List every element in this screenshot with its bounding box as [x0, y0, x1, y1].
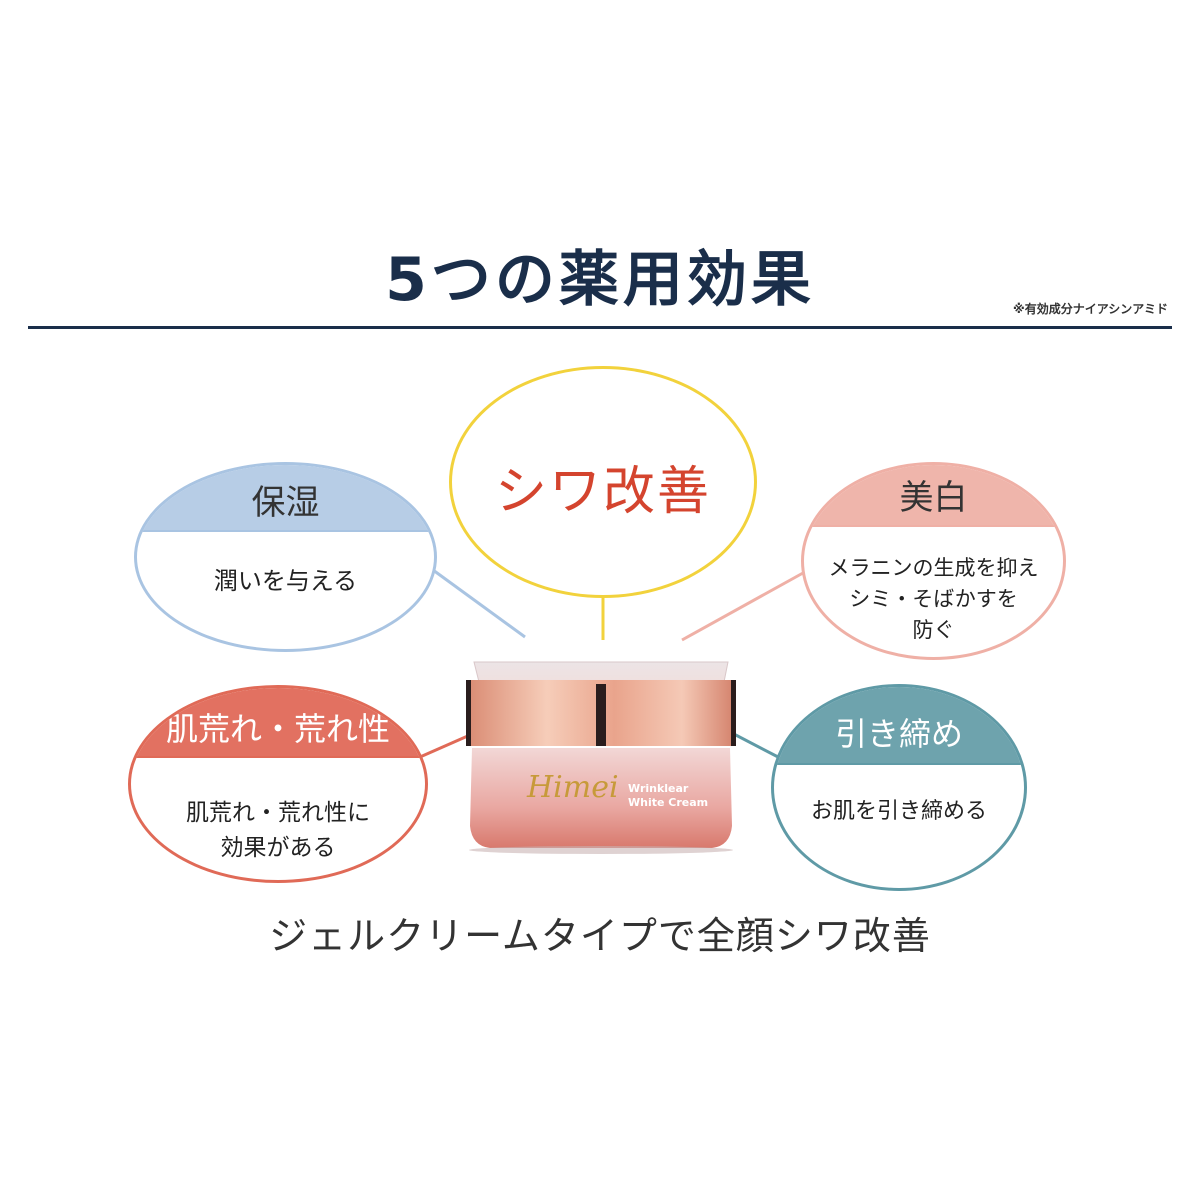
effect-desc-rough-skin-line2: 効果がある: [220, 835, 336, 861]
effect-oval-tightening: 引き締め お肌を引き締める: [771, 684, 1027, 891]
product-name-line2: White Cream: [628, 796, 709, 809]
effect-heading-whitening: 美白: [899, 478, 968, 518]
effect-label-wrinkle: シワ改善: [494, 462, 711, 522]
effect-desc-rough-skin-line1: 肌荒れ・荒れ性に: [186, 800, 370, 826]
footnote: ※有効成分ナイアシンアミド: [1013, 302, 1168, 316]
effect-heading-rough-skin: 肌荒れ・荒れ性: [165, 710, 390, 748]
tagline: ジェルクリームタイプで全顔シワ改善: [269, 914, 931, 958]
title-divider: [28, 326, 1172, 329]
effect-heading-moisture: 保湿: [251, 483, 320, 523]
product-jar-image: Himei Wrinklear White Cream: [462, 640, 742, 880]
effect-heading-tightening: 引き締め: [834, 715, 963, 753]
effect-desc-tightening: お肌を引き締める: [810, 799, 987, 824]
effect-oval-moisture: 保湿 潤いを与える: [134, 462, 437, 652]
effect-desc-whitening-line3: 防ぐ: [912, 617, 955, 642]
effect-oval-rough-skin: 肌荒れ・荒れ性 肌荒れ・荒れ性に 効果がある: [128, 685, 428, 883]
effect-oval-whitening: 美白 メラニンの生成を抑え シミ・そばかすを 防ぐ: [801, 462, 1066, 660]
effect-desc-whitening-line1: メラニンの生成を抑え: [828, 555, 1039, 580]
effect-desc-whitening-line2: シミ・そばかすを: [849, 586, 1018, 611]
page-title: 5つの薬用効果: [385, 245, 815, 315]
effect-desc-moisture: 潤いを与える: [213, 567, 358, 595]
effect-oval-wrinkle: シワ改善: [449, 366, 757, 598]
product-brand: Himei: [527, 770, 619, 805]
product-name-line1: Wrinklear: [628, 782, 689, 795]
